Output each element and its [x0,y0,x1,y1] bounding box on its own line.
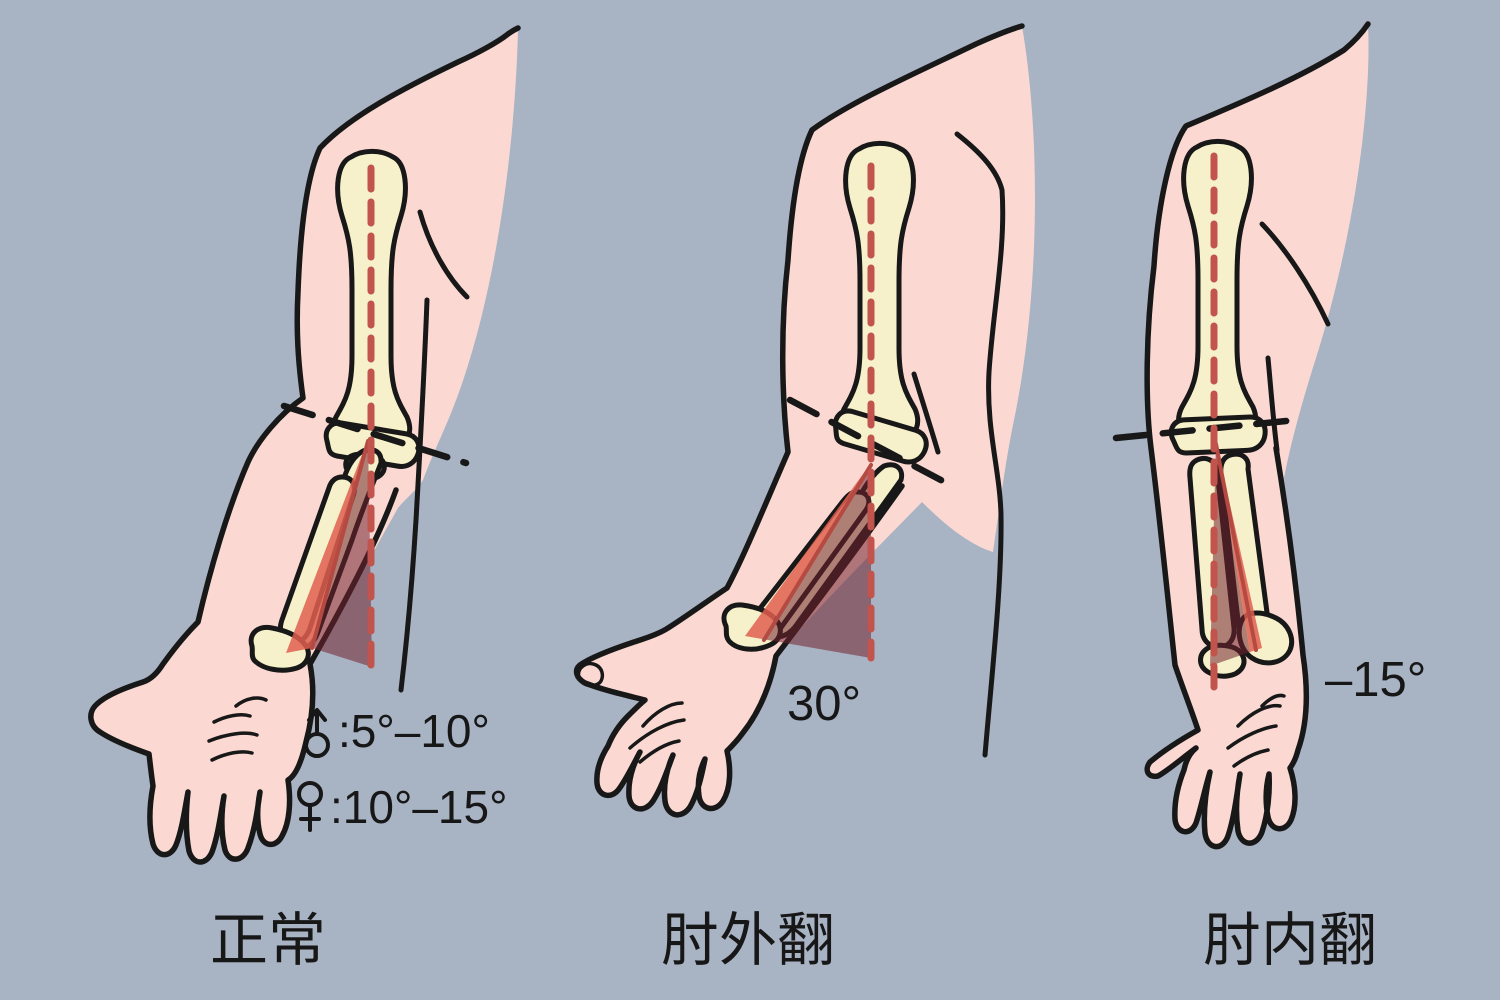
armpit-fold-line [417,209,470,300]
elbow-axis-dashed-line [1112,416,1300,442]
carrying-angle-triangle [286,439,372,667]
arm-figure-cubitus-valgus [573,23,1035,818]
elbow-axis-dashed-line [280,402,470,467]
forearm-axis-line [762,463,873,642]
inner-elbow-line [911,371,941,455]
forearm-axis-line [310,439,370,650]
arm-figure-normal [88,25,521,865]
arm-silhouette [576,26,1035,815]
carrying-angle-triangle [1210,442,1262,666]
torso-contour-line [398,297,430,693]
varus-angle-value: –15° [1325,653,1427,707]
palm-crease-lines [207,696,268,762]
panel-label-cubitus-varus: 肘内翻 [1202,908,1378,973]
palm-crease-lines [1226,693,1286,768]
normal-angle-annotation-male: :5°–10° [300,704,490,758]
humerus-bone [832,140,929,465]
valgus-angle-value: 30° [787,677,862,731]
arm-figure-cubitus-varus [1112,21,1371,850]
panel-label-normal: 正常 [209,908,327,973]
palm-crease-lines [628,701,686,764]
armpit-fold-line [954,131,1006,758]
elbow-joint-bone [832,408,929,465]
male-angle-range: :5°–10° [338,705,490,757]
female-angle-range: :10°–15° [330,781,508,833]
panel-label-cubitus-valgus: 肘外翻 [660,908,836,973]
normal-angle-annotation-female: :10°–15° [294,780,508,834]
humerus-bone [1168,138,1268,456]
thumb-nail [576,661,605,688]
arm-outline [573,23,1025,818]
forearm-axis-line [1214,442,1258,652]
arm-silhouette [90,28,518,863]
carrying-angle-triangle [745,463,873,658]
arm-outline [1144,21,1371,850]
inner-elbow-line [1265,355,1280,453]
arm-outline [88,25,521,865]
armpit-fold-line [1259,221,1331,327]
female-icon [297,781,323,832]
male-icon [304,708,330,758]
